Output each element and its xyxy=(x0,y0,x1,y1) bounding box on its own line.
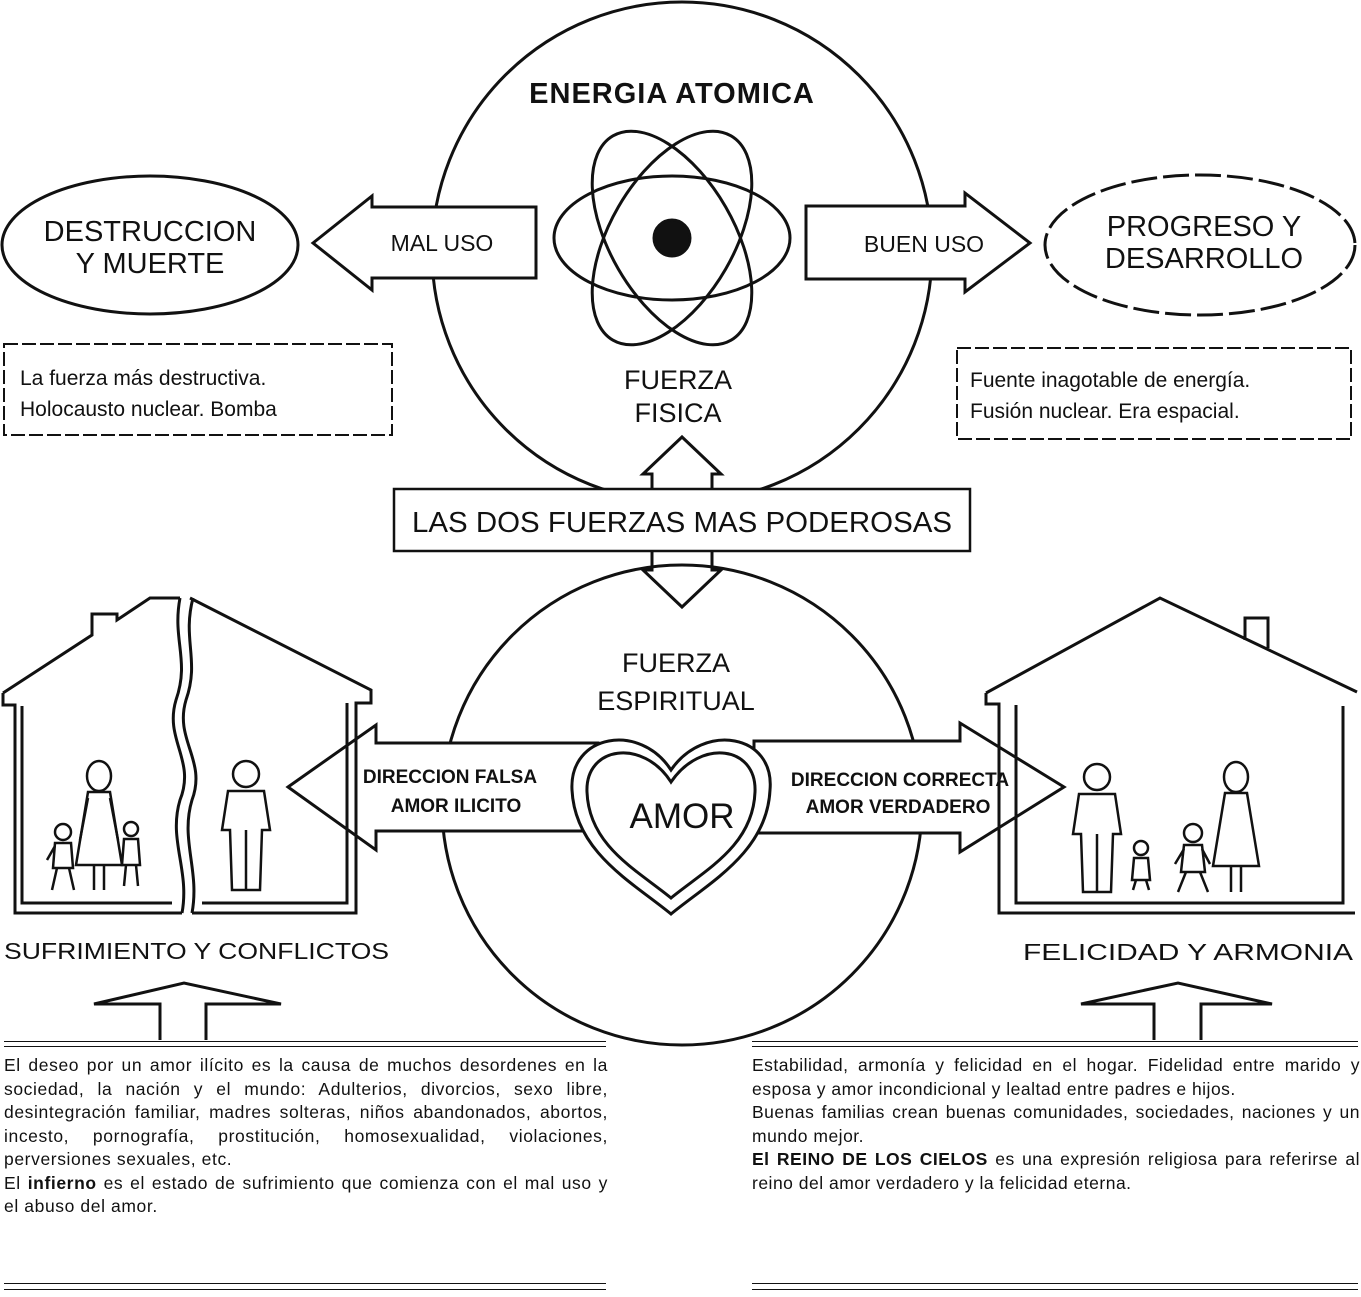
good-note-line2: Fusión nuclear. Era espacial. xyxy=(970,400,1240,423)
heart-label: AMOR xyxy=(630,797,735,836)
right-house-caption: FELICIDAD Y ARMONIA xyxy=(1023,939,1354,965)
bad-outcome-ellipse xyxy=(0,174,300,316)
center-banner-label: LAS DOS FUERZAS MAS PODEROSAS xyxy=(412,507,952,539)
good-outcome-line1: PROGRESO Y xyxy=(1107,211,1301,243)
atom-icon xyxy=(552,129,792,347)
physical-force-line1: FUERZA xyxy=(624,365,732,395)
right-top-rule-2 xyxy=(752,1046,1358,1047)
bad-use-label: MAL USO xyxy=(391,230,494,256)
kingdom-term: El REINO DE LOS CIELOS xyxy=(752,1149,988,1169)
left-paragraph-1: El deseo por un amor ilícito es la causa… xyxy=(4,1055,608,1169)
left-paragraph-2: El infierno es el estado de sufrimiento … xyxy=(4,1172,609,1217)
good-note-line1: Fuente inagotable de energía. xyxy=(970,369,1250,392)
connector-up-arrow xyxy=(639,434,725,488)
physical-force-line2: FISICA xyxy=(634,398,721,428)
false-direction-line2: AMOR ILICITO xyxy=(391,796,522,817)
right-up-arrow xyxy=(1080,981,1273,1040)
bad-use-arrow xyxy=(310,192,538,294)
correct-direction-line1: DIRECCION CORRECTA xyxy=(791,770,1009,791)
intact-house-icon xyxy=(984,596,1358,915)
correct-direction-arrow xyxy=(752,720,1067,855)
good-use-arrow xyxy=(804,189,1033,296)
left-family-icon xyxy=(45,759,272,892)
good-use-label: BUEN USO xyxy=(864,231,984,257)
hell-term: infierno xyxy=(27,1172,97,1193)
good-outcome-line2: DESARROLLO xyxy=(1105,243,1303,275)
right-explanation: Estabilidad, armonía y felicidad en el h… xyxy=(752,1054,1360,1195)
left-up-arrow xyxy=(93,981,282,1040)
right-family-icon xyxy=(1071,760,1261,894)
good-outcome-ellipse xyxy=(1043,173,1357,317)
right-bottom-rule xyxy=(752,1283,1358,1284)
left-house-caption: SUFRIMIENTO Y CONFLICTOS xyxy=(4,938,389,964)
right-paragraph-1: Estabilidad, armonía y felicidad en el h… xyxy=(752,1055,1360,1099)
bad-note-line1: La fuerza más destructiva. xyxy=(20,367,266,390)
left-bottom-rule xyxy=(4,1283,606,1284)
left-top-rule-2 xyxy=(4,1046,606,1047)
good-note-box xyxy=(956,347,1352,440)
center-banner xyxy=(392,487,972,553)
physical-title: ENERGIA ATOMICA xyxy=(529,78,815,110)
right-paragraph-2: Buenas familias crean buenas comunidades… xyxy=(752,1102,1360,1146)
right-top-rule xyxy=(752,1041,1358,1042)
bad-note-line2: Holocausto nuclear. Bomba xyxy=(20,398,277,421)
bad-outcome-line1: DESTRUCCION xyxy=(44,216,257,248)
spiritual-force-line2: ESPIRITUAL xyxy=(597,686,755,716)
right-paragraph-3: El REINO DE LOS CIELOS es una expresión … xyxy=(752,1149,1360,1193)
false-direction-line1: DIRECCION FALSA xyxy=(363,767,537,788)
bad-outcome-line2: Y MUERTE xyxy=(76,248,225,280)
connector-down-arrow xyxy=(639,552,725,610)
spiritual-force-line1: FUERZA xyxy=(622,648,730,678)
heart-icon xyxy=(570,738,772,916)
correct-direction-line2: AMOR VERDADERO xyxy=(806,797,991,818)
left-top-rule xyxy=(4,1041,606,1042)
right-bottom-rule-2 xyxy=(752,1289,1358,1290)
bad-note-box xyxy=(3,343,393,436)
left-explanation: El deseo por un amor ilícito es la causa… xyxy=(4,1054,608,1219)
broken-house-icon xyxy=(1,596,373,915)
left-bottom-rule-2 xyxy=(4,1289,606,1290)
